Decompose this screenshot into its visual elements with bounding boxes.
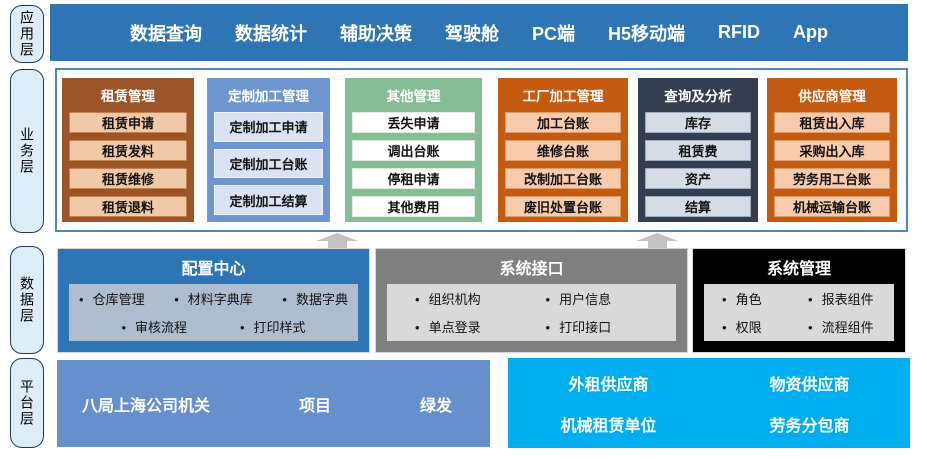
bullet-item: 审核流程	[121, 317, 187, 336]
bullet-item: 用户信息	[546, 289, 677, 308]
list-item: 库存	[645, 112, 751, 133]
bullet-item: 仓库管理	[79, 289, 145, 308]
platform-item: 外租供应商	[568, 376, 649, 394]
data-box-title: 系统管理	[766, 261, 831, 278]
column-factory-processing: 工厂加工管理 加工台账 维修台账 改制加工台账 废旧处置台账	[498, 78, 628, 222]
column-items: 库存 租赁费 资产 结算	[645, 112, 751, 217]
bullet-item: 打印接口	[546, 317, 677, 336]
bullet-item: 流程组件	[808, 317, 894, 336]
platform-item: 物资供应商	[769, 376, 850, 394]
data-box-panel: 角色 报表组件 权限 流程组件	[704, 284, 894, 341]
list-item: 定制加工台账	[214, 148, 323, 179]
list-item: 其他费用	[352, 196, 475, 217]
column-title: 租赁管理	[101, 89, 155, 104]
app-item: H5移动端	[608, 23, 686, 44]
column-other-management: 其他管理 丢失申请 调出台账 停租申请 其他费用	[345, 78, 482, 222]
column-title: 定制加工管理	[228, 89, 309, 104]
column-rental-management: 租赁管理 租赁申请 租赁发料 租赁维修 租赁退料	[62, 78, 194, 222]
platform-item: 机械租赁单位	[560, 417, 657, 435]
app-item: 辅助决策	[339, 23, 412, 44]
column-title: 工厂加工管理	[522, 89, 604, 104]
platform-external-box: 外租供应商 物资供应商 机械租赁单位 劳务分包商	[508, 358, 910, 448]
data-box-config-center: 配置中心 仓库管理 材料字典库 数据字典 审核流程 打印样式	[57, 248, 370, 353]
bullet-row: 审核流程 打印样式	[69, 317, 358, 336]
column-items: 租赁出入库 采购出入库 劳务用工台账 机械运输台账	[774, 112, 890, 217]
data-box-system-interface: 系统接口 组织机构 用户信息 单点登录 打印接口	[375, 248, 688, 353]
bullet-item: 数据字典	[282, 289, 348, 308]
list-item: 结算	[645, 196, 751, 217]
column-items: 租赁申请 租赁发料 租赁维修 租赁退料	[69, 112, 187, 217]
bullet-item: 报表组件	[808, 289, 894, 308]
list-item: 维修台账	[505, 140, 621, 161]
platform-item: 绿发	[419, 397, 452, 415]
list-item: 劳务用工台账	[774, 168, 890, 189]
data-box-title: 系统接口	[499, 261, 564, 278]
app-item: 驾驶舱	[444, 23, 499, 44]
layer-label-text: 业务层	[19, 127, 35, 175]
list-item: 采购出入库	[774, 140, 890, 161]
platform-item: 八局上海公司机关	[82, 397, 211, 415]
bullet-row: 组织机构 用户信息	[387, 289, 676, 308]
list-item: 调出台账	[352, 140, 475, 161]
bullet-item: 材料字典库	[174, 289, 253, 308]
platform-item: 劳务分包商	[769, 417, 850, 435]
bullet-item: 权限	[722, 317, 808, 336]
platform-internal-box: 八局上海公司机关 项目 绿发	[57, 360, 490, 447]
bullet-row: 权限 流程组件	[704, 317, 894, 336]
bullet-item: 单点登录	[415, 317, 546, 336]
data-box-system-management: 系统管理 角色 报表组件 权限 流程组件	[692, 248, 906, 353]
bullet-row: 单点登录 打印接口	[387, 317, 676, 336]
data-box-panel: 组织机构 用户信息 单点登录 打印接口	[387, 284, 676, 341]
column-title: 供应商管理	[798, 89, 866, 104]
list-item: 加工台账	[505, 112, 621, 133]
bullet-item: 角色	[722, 289, 808, 308]
list-item: 定制加工申请	[214, 112, 323, 142]
list-item: 停租申请	[352, 168, 475, 189]
app-item: RFID	[718, 22, 761, 42]
layer-label-data: 数据层	[10, 246, 44, 354]
data-box-title: 配置中心	[181, 261, 246, 278]
list-item: 丢失申请	[352, 112, 475, 133]
layer-label-business: 业务层	[10, 69, 44, 233]
list-item: 租赁退料	[69, 196, 187, 217]
column-items: 丢失申请 调出台账 停租申请 其他费用	[352, 112, 475, 217]
column-title: 其他管理	[386, 89, 441, 104]
column-items: 加工台账 维修台账 改制加工台账 废旧处置台账	[505, 112, 621, 217]
list-item: 租赁费	[645, 140, 751, 161]
bullet-item: 打印样式	[240, 317, 306, 336]
list-item: 定制加工结算	[214, 185, 323, 216]
column-supplier-management: 供应商管理 租赁出入库 采购出入库 劳务用工台账 机械运输台账	[767, 78, 897, 222]
layer-label-text: 应用层	[19, 10, 35, 58]
list-item: 资产	[645, 168, 751, 189]
list-item: 改制加工台账	[505, 168, 621, 189]
layer-label-platform: 平台层	[10, 358, 44, 448]
column-custom-processing: 定制加工管理 定制加工申请 定制加工台账 定制加工结算	[207, 78, 330, 222]
application-layer-bar: 数据查询 数据统计 辅助决策 驾驶舱 PC端 H5移动端 RFID App	[50, 4, 908, 61]
column-title: 查询及分析	[664, 89, 732, 104]
list-item: 废旧处置台账	[505, 196, 621, 217]
platform-item: 项目	[298, 397, 331, 415]
list-item: 租赁申请	[69, 112, 187, 133]
data-box-panel: 仓库管理 材料字典库 数据字典 审核流程 打印样式	[69, 284, 358, 341]
layer-label-application: 应用层	[10, 5, 44, 63]
app-item: 数据查询	[129, 23, 202, 44]
bullet-row: 仓库管理 材料字典库 数据字典	[69, 289, 358, 308]
app-item: PC端	[531, 23, 575, 44]
bullet-item: 组织机构	[415, 289, 546, 308]
list-item: 租赁维修	[69, 168, 187, 189]
column-query-analysis: 查询及分析 库存 租赁费 资产 结算	[638, 78, 758, 222]
list-item: 租赁出入库	[774, 112, 890, 133]
business-layer-container: 租赁管理 租赁申请 租赁发料 租赁维修 租赁退料 定制加工管理 定制加工申请 定…	[55, 68, 908, 232]
layer-label-text: 平台层	[19, 379, 35, 427]
list-item: 机械运输台账	[774, 196, 890, 217]
up-arrow-icon	[316, 233, 358, 248]
up-arrow-icon	[636, 233, 678, 248]
list-item: 租赁发料	[69, 140, 187, 161]
app-item: App	[793, 22, 829, 42]
column-items: 定制加工申请 定制加工台账 定制加工结算	[214, 112, 323, 216]
bullet-row: 角色 报表组件	[704, 289, 894, 308]
app-item: 数据统计	[234, 23, 307, 44]
layer-label-text: 数据层	[19, 276, 35, 324]
